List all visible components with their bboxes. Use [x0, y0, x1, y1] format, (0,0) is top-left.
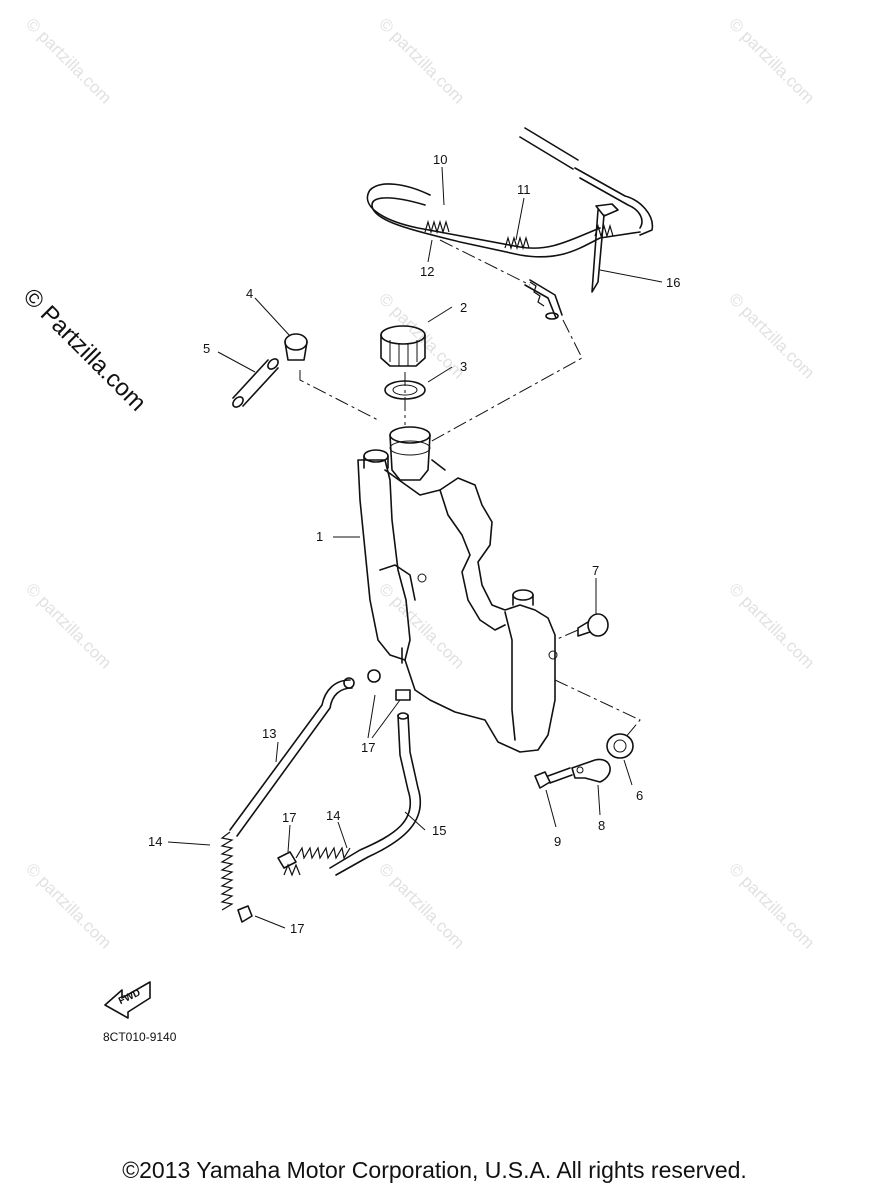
diagram-code: 8CT010-9140 — [103, 1030, 177, 1044]
callout-9: 9 — [554, 834, 561, 849]
watermark-small: © partzilla.com — [22, 859, 115, 952]
watermark-grid: © partzilla.com © partzilla.com © partzi… — [22, 14, 818, 952]
callout-14: 14 — [326, 808, 340, 823]
callout-5: 5 — [203, 341, 210, 356]
callout-labels: 1 2 3 4 5 6 7 8 9 10 11 12 13 14 14 15 1… — [148, 152, 680, 936]
watermark-small: © partzilla.com — [22, 579, 115, 672]
bolt-9 — [534, 767, 573, 789]
reservoir-cap — [380, 325, 426, 367]
grommet — [606, 733, 634, 759]
callout-7: 7 — [592, 563, 599, 578]
watermark-small: © partzilla.com — [22, 14, 115, 107]
callout-16: 16 — [666, 275, 680, 290]
callout-6: 6 — [636, 788, 643, 803]
watermark-small: © partzilla.com — [725, 859, 818, 952]
callout-10: 10 — [433, 152, 447, 167]
watermark-main: © Partzilla.com — [18, 283, 151, 416]
copyright-notice: ©2013 Yamaha Motor Corporation, U.S.A. A… — [122, 1157, 747, 1183]
overflow-hose — [220, 677, 355, 923]
small-cap — [284, 333, 308, 361]
callout-12: 12 — [420, 264, 434, 279]
watermark-small: © partzilla.com — [375, 14, 468, 107]
callout-1: 1 — [316, 529, 323, 544]
short-pipe — [232, 358, 279, 408]
watermark-small: © partzilla.com — [375, 859, 468, 952]
drain-hose — [277, 669, 422, 877]
breather-hose — [366, 127, 654, 320]
bracket-clamp — [571, 758, 611, 783]
callout-2: 2 — [460, 300, 467, 315]
watermark-small: © partzilla.com — [375, 289, 468, 382]
callout-4: 4 — [246, 286, 253, 301]
fwd-arrow-icon: FWD — [104, 981, 151, 1019]
callout-17: 17 — [282, 810, 296, 825]
callout-11: 11 — [517, 182, 531, 197]
callout-3: 3 — [460, 359, 467, 374]
callout-17: 17 — [361, 740, 375, 755]
callout-13: 13 — [262, 726, 276, 741]
watermark-small: © partzilla.com — [725, 14, 818, 107]
watermark-small: © partzilla.com — [375, 579, 468, 672]
leader-lines — [167, 166, 663, 929]
callout-8: 8 — [598, 818, 605, 833]
callout-15: 15 — [432, 823, 446, 838]
reservoir-tank — [357, 426, 558, 753]
callout-17: 17 — [290, 921, 304, 936]
bolt-7 — [577, 613, 609, 637]
callout-14: 14 — [148, 834, 162, 849]
watermark-small: © partzilla.com — [725, 289, 818, 382]
watermark-small: © partzilla.com — [725, 579, 818, 672]
